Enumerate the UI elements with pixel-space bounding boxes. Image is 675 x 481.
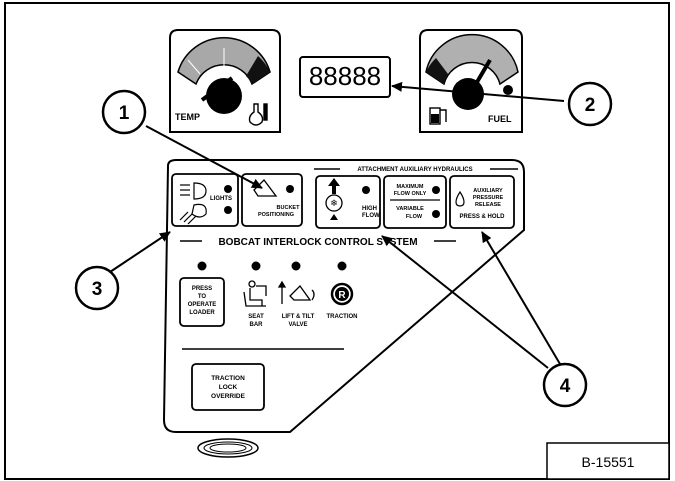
aux-header: ATTACHMENT AUXILIARY HYDRAULICS	[357, 167, 472, 173]
svg-text:2: 2	[585, 95, 596, 116]
override-label-1: TRACTION	[211, 375, 245, 382]
work-light-icon	[179, 203, 207, 225]
fuel-label: FUEL	[488, 114, 512, 124]
interlock-title: BOBCAT INTERLOCK CONTROL SYSTEM	[218, 237, 417, 248]
high-flow-indicator	[362, 186, 370, 194]
high-flow-switch[interactable]: ❄ HIGH FLOW	[315, 175, 381, 229]
lights-switch[interactable]: LIGHTS	[171, 173, 239, 227]
svg-text:1: 1	[119, 103, 130, 124]
aux-pressure-release-button[interactable]: AUXILIARY PRESSURE RELEASE PRESS & HOLD	[449, 175, 515, 229]
bucket-label-1: BUCKET	[277, 205, 301, 211]
lift-tilt-label-2: VALVE	[288, 322, 307, 328]
callout-3: 3	[74, 265, 120, 311]
press-indicator	[197, 261, 207, 271]
max-flow-label-1: MAXIMUM	[397, 184, 424, 190]
variable-flow-label-1: VARIABLE	[396, 206, 424, 212]
high-flow-label-2: FLOW	[362, 213, 380, 219]
fuel-pump-icon	[429, 107, 447, 125]
press-label-4: LOADER	[189, 310, 215, 316]
callout-2: 2	[567, 81, 613, 127]
press-label-3: OPERATE	[188, 302, 217, 308]
seat-bar-label-2: BAR	[250, 322, 264, 328]
temp-gauge: TEMP	[169, 29, 281, 133]
aux-pressure-label-1: AUXILIARY	[473, 188, 503, 194]
traction-indicator	[337, 261, 347, 271]
traction-icon: R	[330, 282, 354, 306]
variable-flow-indicator	[432, 210, 440, 218]
high-flow-label-1: HIGH	[362, 206, 377, 212]
seat-bar-icon	[243, 280, 267, 307]
variable-flow-label-2: FLOW	[406, 214, 423, 220]
svg-text:3: 3	[92, 279, 103, 300]
leader-lines	[109, 81, 565, 369]
press-hold-label: PRESS & HOLD	[459, 214, 505, 220]
svg-text:R: R	[338, 290, 346, 301]
override-label-3: OVERRIDE	[211, 393, 246, 400]
aux-pressure-label-3: RELEASE	[475, 202, 501, 208]
aux-pressure-label-2: PRESSURE	[473, 195, 504, 201]
max-flow-label-2: FLOW ONLY	[394, 191, 427, 197]
seat-bar-label-1: SEAT	[248, 314, 264, 320]
bucket-indicator	[286, 185, 294, 193]
callout-1: 1	[101, 89, 147, 135]
flow-mode-switch[interactable]: MAXIMUM FLOW ONLY VARIABLE FLOW	[383, 175, 447, 229]
callout-4: 4	[542, 362, 588, 408]
override-label-2: LOCK	[219, 384, 238, 391]
high-flow-icon: ❄	[325, 178, 343, 220]
press-to-operate-button[interactable]: PRESS TO OPERATE LOADER	[179, 277, 225, 327]
lights-label: LIGHTS	[210, 196, 232, 202]
oil-drop-icon	[455, 190, 465, 207]
fuel-gauge: FUEL	[419, 29, 523, 133]
svg-text:❄: ❄	[330, 198, 338, 208]
hourmeter-reading: 88888	[309, 61, 381, 91]
traction-lock-override-button[interactable]: TRACTION LOCK OVERRIDE	[191, 363, 265, 411]
diagram-border	[4, 2, 670, 480]
lift-tilt-icon	[277, 280, 315, 304]
svg-text:4: 4	[560, 376, 571, 397]
traction-label: TRACTION	[327, 314, 358, 320]
figure-id-box: B-15551	[546, 442, 670, 480]
hourmeter: 88888	[299, 56, 391, 98]
lift-tilt-indicator	[291, 261, 301, 271]
lights-indicator-2	[224, 206, 232, 214]
temp-label: TEMP	[175, 112, 200, 122]
press-label-2: TO	[198, 294, 207, 300]
bucket-label-2: POSITIONING	[258, 212, 294, 218]
coolant-icon	[248, 103, 268, 126]
lift-tilt-label-1: LIFT & TILT	[282, 314, 315, 320]
max-flow-indicator	[432, 186, 440, 194]
press-label-1: PRESS	[192, 286, 212, 292]
front-light-icon	[180, 182, 207, 200]
figure-id: B-15551	[582, 454, 635, 470]
seat-bar-indicator	[251, 261, 261, 271]
lights-indicator-1	[224, 185, 232, 193]
